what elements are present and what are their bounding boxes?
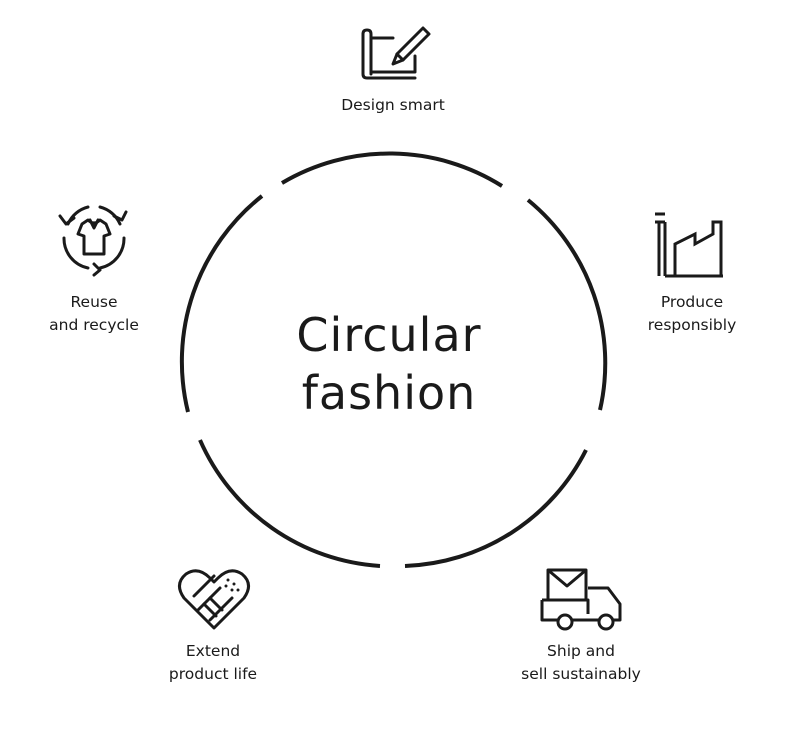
stage-ship-label-1: Ship and	[547, 642, 615, 660]
ring-arc-left	[179, 194, 264, 413]
heart-patch-icon	[178, 569, 250, 630]
title-line-1: Circular	[296, 308, 482, 362]
stage-reuse-recycle: Reuse and recycle	[49, 291, 139, 337]
stage-reuse-label-1: Reuse	[70, 293, 118, 311]
ring-arc-bottom-right	[404, 449, 588, 568]
ring-arc-bottom-left	[198, 439, 381, 568]
design-drawing-icon	[361, 26, 431, 80]
stage-produce-label-2: responsibly	[647, 316, 737, 334]
stage-ship-label-2: sell sustainably	[521, 665, 641, 683]
ring-arc-top	[280, 151, 504, 188]
stage-ship-sell: Ship and sell sustainably	[521, 640, 641, 686]
stage-produce-responsibly: Produce responsibly	[648, 291, 737, 337]
truck-icon	[540, 568, 622, 631]
stage-reuse-label-2: and recycle	[49, 316, 139, 334]
title-line-2: fashion	[301, 366, 477, 420]
stage-design-label: Design smart	[341, 96, 445, 114]
stage-extend-label-2: product life	[168, 665, 258, 683]
stage-design-smart: Design smart	[341, 94, 445, 117]
stage-extend-life: Extend product life	[169, 640, 257, 686]
factory-icon	[655, 212, 723, 278]
ring-arc-right	[526, 198, 608, 411]
diagram-title: Circular fashion	[296, 306, 481, 422]
recycle-shirt-icon	[58, 205, 128, 277]
stage-extend-label-1: Extend	[185, 642, 241, 660]
stage-produce-label-1: Produce	[660, 293, 724, 311]
